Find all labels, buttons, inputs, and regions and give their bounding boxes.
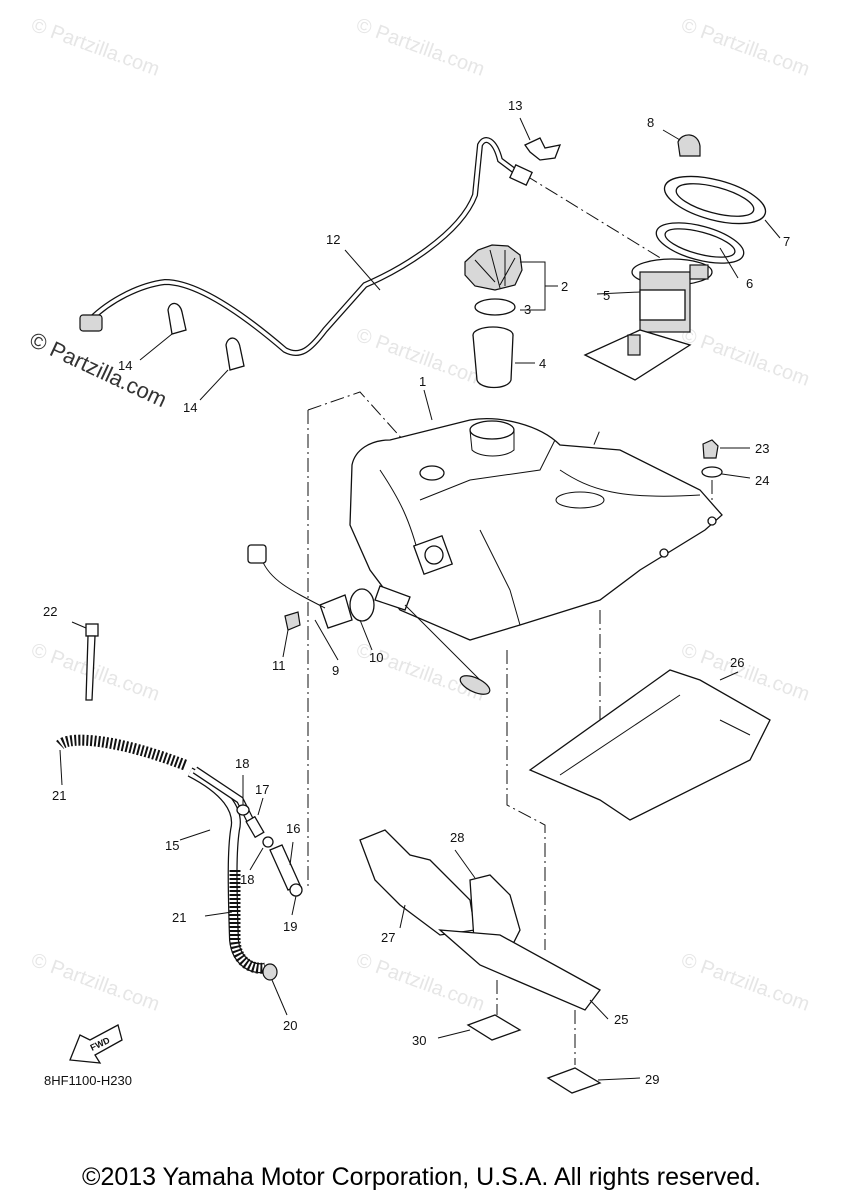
callout-2: 2 <box>561 279 568 294</box>
callout-14b: 14 <box>183 400 197 415</box>
pads <box>466 1014 602 1094</box>
callout-6: 6 <box>746 276 753 291</box>
watermark-text: © Partzilla.com <box>353 949 487 1016</box>
callout-23: 23 <box>755 441 769 456</box>
diagram-code: 8HF1100-H230 <box>44 1073 132 1088</box>
callout-13: 13 <box>508 98 522 113</box>
watermark-text: © Partzilla.com <box>28 14 162 81</box>
fwd-arrow-icon: FWD <box>69 1024 123 1064</box>
fuel-sender-unit <box>247 544 491 695</box>
fuel-cap <box>464 244 523 291</box>
leader-lines <box>59 117 781 1081</box>
watermark-text: © Partzilla.com <box>678 949 812 1016</box>
heat-shield-detail <box>559 694 751 776</box>
bolt-and-washer <box>701 439 723 478</box>
callout-28: 28 <box>450 830 464 845</box>
callout-30: 30 <box>412 1033 426 1048</box>
hose-fittings <box>236 804 303 981</box>
callout-numbers: 1 2 3 4 5 6 7 8 9 10 11 12 13 14 14 15 1… <box>43 98 790 1087</box>
callout-12: 12 <box>326 232 340 247</box>
callout-24: 24 <box>755 473 769 488</box>
callout-27: 27 <box>381 930 395 945</box>
callout-8: 8 <box>647 115 654 130</box>
breather-hoses <box>56 734 266 974</box>
fuel-tank <box>349 418 723 641</box>
callout-22: 22 <box>43 604 57 619</box>
callout-18a: 18 <box>235 756 249 771</box>
pump-gaskets <box>655 175 767 264</box>
watermark-text: © Partzilla.com <box>353 14 487 81</box>
copyright-notice: ©2013 Yamaha Motor Corporation, U.S.A. A… <box>82 1163 761 1191</box>
callout-5: 5 <box>603 288 610 303</box>
fuel-pump-harness <box>79 137 533 357</box>
callout-21a: 21 <box>52 788 66 803</box>
callout-15: 15 <box>165 838 179 853</box>
fuel-pump <box>583 258 713 381</box>
watermark-primary: © Partzilla.com <box>26 327 171 412</box>
watermark-text: © Partzilla.com <box>28 949 162 1016</box>
lower-shields <box>359 829 601 1011</box>
cable-tie <box>85 623 99 701</box>
callout-14a: 14 <box>118 358 132 373</box>
callout-20: 20 <box>283 1018 297 1033</box>
bracket <box>524 137 562 161</box>
callout-11: 11 <box>272 658 286 673</box>
callout-19: 19 <box>283 919 297 934</box>
callout-9: 9 <box>332 663 339 678</box>
callout-7: 7 <box>783 234 790 249</box>
callout-4: 4 <box>539 356 546 371</box>
callout-29: 29 <box>645 1072 659 1087</box>
callout-25: 25 <box>614 1012 628 1027</box>
callout-3: 3 <box>524 302 531 317</box>
pump-cap <box>677 134 701 157</box>
watermark-text: © Partzilla.com <box>28 639 162 706</box>
callout-21b: 21 <box>172 910 186 925</box>
callout-16: 16 <box>286 821 300 836</box>
watermark-text: © Partzilla.com <box>678 324 812 391</box>
filler-neck <box>472 326 514 389</box>
callout-17: 17 <box>255 782 269 797</box>
harness-clamps <box>167 302 245 371</box>
callout-1: 1 <box>419 374 426 389</box>
callout-26: 26 <box>730 655 744 670</box>
callout-18b: 18 <box>240 872 254 887</box>
heat-shield <box>528 669 771 821</box>
cap-gasket <box>474 298 516 316</box>
watermark-text: © Partzilla.com <box>678 14 812 81</box>
callout-10: 10 <box>369 650 383 665</box>
